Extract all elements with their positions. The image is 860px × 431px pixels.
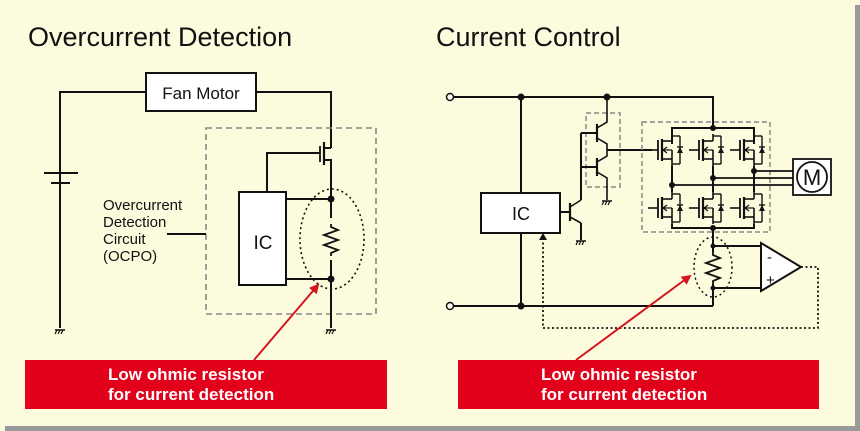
ic-label-left: IC (254, 233, 273, 254)
opamp-icon (760, 241, 803, 293)
ground-icon (601, 200, 613, 206)
opamp-minus: - (767, 249, 772, 266)
ocpo-label: Overcurrent Detection Circuit (OCPO) (103, 197, 186, 265)
callout-right: Low ohmic resistor for current detection (458, 360, 819, 409)
motor-symbol: M (803, 165, 821, 190)
mosfet-icon (728, 132, 767, 168)
mosfet-icon (646, 190, 685, 226)
red-arrow-left (253, 283, 320, 361)
ic-box-right (480, 192, 561, 234)
push-pull-dashed-box (585, 112, 621, 188)
terminal-bottom (445, 301, 455, 311)
ground-icon (325, 329, 337, 335)
inverter-dashed-box (641, 121, 771, 233)
ocpo-dashed-box (205, 127, 377, 315)
highlight-ellipse-right (693, 236, 733, 298)
feedback-line (542, 238, 819, 329)
ic-box-left (238, 191, 287, 286)
fan-motor-box (145, 72, 257, 112)
battery-icon (44, 172, 78, 328)
frame-shadow-right (855, 5, 860, 431)
red-arrow-right (575, 274, 692, 361)
callout-right-line-1: Low ohmic resistor (541, 365, 697, 384)
resistor-icon (703, 252, 723, 284)
callout-right-line-2: for current detection (541, 385, 708, 404)
transistor-icon (560, 133, 582, 240)
mosfet-icon (687, 190, 726, 226)
mosfet-icon (728, 190, 767, 226)
mosfet-icon (646, 132, 685, 168)
mosfet-icon (266, 142, 332, 328)
motor-icon (796, 161, 828, 193)
ground-icon (54, 329, 66, 335)
opamp-plus: + (766, 272, 775, 289)
overcurrent-circuit: Fan Motor IC Overcurrent Detection Cir (44, 72, 377, 361)
panel-title-current-control: Current Control (436, 22, 621, 52)
ground-icon (575, 240, 587, 246)
resistor-icon (321, 224, 341, 256)
mosfet-icon (687, 132, 726, 168)
fan-motor-label: Fan Motor (162, 84, 240, 103)
frame-shadow-bottom (5, 426, 860, 431)
callout-left: Low ohmic resistor for current detection (25, 360, 387, 409)
current-control-circuit: IC (445, 92, 832, 361)
ic-label-right: IC (512, 204, 530, 224)
callout-left-line-1: Low ohmic resistor (108, 365, 264, 384)
callout-left-line-2: for current detection (108, 385, 275, 404)
highlight-ellipse-left (299, 188, 365, 290)
terminal-top (445, 92, 455, 102)
panel-title-overcurrent: Overcurrent Detection (28, 22, 293, 52)
